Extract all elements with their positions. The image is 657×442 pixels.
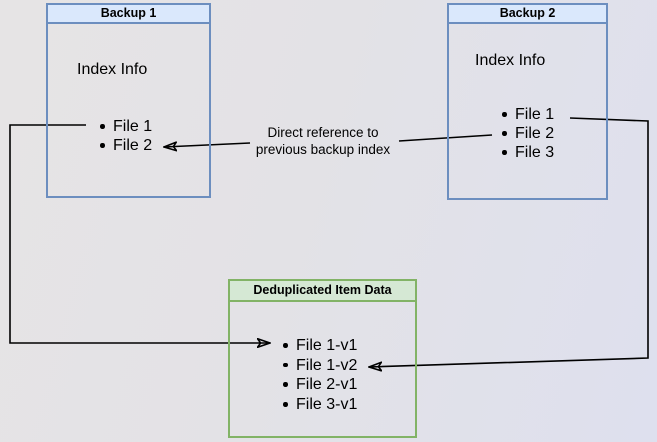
backup2-index-info-label: Index Info: [475, 52, 546, 69]
backup1-index-info-label: Index Info: [77, 61, 148, 78]
backup2-box: Backup 2 Index Info File 1 File 2 File 3: [447, 3, 608, 200]
file-item-label: File 3: [515, 144, 555, 161]
bullet-icon: [283, 362, 288, 368]
bullet-icon: [502, 131, 507, 136]
bullet-icon: [100, 124, 105, 129]
backup1-title: Backup 1: [48, 5, 209, 24]
bullet-icon: [283, 402, 288, 407]
file-item-label: File 1-v2: [296, 356, 358, 374]
direct-reference-label-line1: Direct reference to: [267, 125, 379, 140]
dedup-file-list: File 1-v1 File 1-v2 File 2-v1 File 3-v1: [283, 336, 357, 415]
direct-reference-label: Direct reference to previous backup inde…: [248, 124, 398, 158]
file-item-label: File 1: [113, 118, 153, 135]
bullet-icon: [502, 150, 507, 155]
bullet-icon: [100, 143, 105, 148]
file-item-label: File 1: [515, 106, 555, 123]
dedup-box: Deduplicated Item Data File 1-v1 File 1-…: [228, 279, 417, 438]
file-item: File 1-v2: [283, 356, 357, 376]
bullet-icon: [502, 112, 507, 117]
file-item-label: File 2: [515, 125, 555, 142]
file-item: File 2: [100, 136, 152, 155]
file-item: File 3: [502, 143, 554, 162]
direct-reference-label-line2: previous backup index: [255, 142, 391, 157]
file-item: File 1: [100, 117, 152, 136]
file-item-label: File 1-v1: [296, 337, 358, 354]
file-item: File 1-v1: [283, 336, 357, 356]
file-item: File 1: [502, 105, 554, 124]
bullet-icon: [283, 382, 288, 387]
file-item-label: File 3-v1: [296, 396, 358, 414]
file-item: File 2: [502, 124, 554, 143]
file-item-label: File 2-v1: [296, 376, 358, 394]
backup1-file-list: File 1 File 2: [100, 117, 152, 155]
file-item: File 3-v1: [283, 395, 357, 415]
file-item-label: File 2: [113, 137, 153, 154]
dedup-title: Deduplicated Item Data: [230, 281, 415, 302]
file-item: File 2-v1: [283, 375, 357, 395]
backup1-box: Backup 1 Index Info File 1 File 2: [46, 3, 211, 198]
backup2-file-list: File 1 File 2 File 3: [502, 105, 554, 162]
backup2-title: Backup 2: [449, 5, 606, 24]
bullet-icon: [283, 343, 288, 348]
